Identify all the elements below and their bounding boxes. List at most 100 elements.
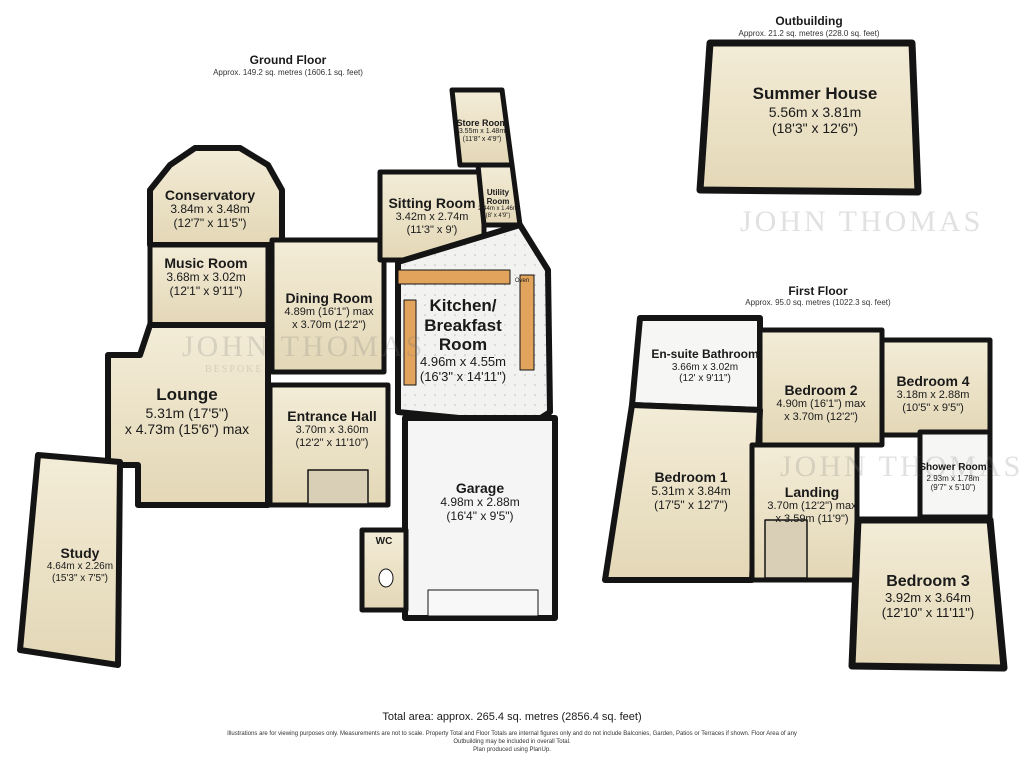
- kitchen-island: [403, 299, 417, 386]
- room-name: Sitting Room: [388, 195, 476, 211]
- total-area: Total area: approx. 265.4 sq. metres (28…: [382, 711, 642, 723]
- room-label-sitting-room: Sitting Room 3.42m x 2.74m (11'3" x 9'): [380, 195, 484, 236]
- room-dimensions-metric: 3.42m x 2.74m: [395, 211, 469, 224]
- room-dimensions-metric: 3.70m (12'2") max: [767, 500, 857, 513]
- room-dimensions-metric: 3.68m x 3.02m: [166, 270, 246, 285]
- room-dimensions-metric: 2.93m x 1.78m: [926, 473, 980, 483]
- room-dimensions-imperial: (15'3" x 7'5"): [52, 572, 108, 584]
- room-name: Garage: [455, 480, 505, 496]
- room-dimensions-metric: 5.31m (17'5"): [145, 404, 229, 421]
- room-name: Summer House: [752, 84, 878, 103]
- room-dimensions-imperial: (18'3" x 12'6"): [771, 119, 859, 136]
- room-name: Conservatory: [164, 187, 256, 203]
- room-dimensions-imperial: x 4.73m (15'6") max: [124, 420, 250, 437]
- room-dimensions-imperial: (10'5" x 9'5"): [902, 401, 964, 414]
- room-dimensions-metric: 3.92m x 3.64m: [885, 590, 971, 606]
- room-label-summer-house: Summer House 5.56m x 3.81m (18'3" x 12'6…: [720, 84, 910, 136]
- room-dimensions-imperial: x 3.59m (11'9"): [775, 512, 849, 525]
- room-dimensions-metric: 3.18m x 2.88m: [896, 389, 970, 402]
- room-name: Lounge: [156, 385, 218, 404]
- room-label-bedroom-1: Bedroom 1 5.31m x 3.84m (17'5" x 12'7"): [632, 469, 750, 513]
- room-dimensions-imperial: (9'7" x 5'10"): [930, 482, 976, 492]
- room-label-store-room: Store Room 3.55m x 1.48m (11'8" x 4'9"): [452, 118, 512, 144]
- room-name: En-suite Bathroom: [651, 347, 759, 361]
- room-label-conservatory: Conservatory 3.84m x 3.48m (12'7" x 11'5…: [140, 187, 280, 231]
- room-label-entrance-hall: Entrance Hall 3.70m x 3.60m (12'2" x 11'…: [272, 408, 392, 449]
- room-dimensions-imperial: (11'8" x 4'9"): [462, 136, 502, 144]
- room-dimensions-imperial: (16'3" x 14'11"): [419, 368, 507, 384]
- room-name: Study: [60, 545, 100, 561]
- room-name: Store Room: [456, 118, 508, 128]
- room-dimensions-imperial: (8' x 4'9"): [485, 213, 511, 220]
- room-dimensions-imperial: (12'2" x 11'10"): [295, 436, 369, 449]
- room-label-lounge: Lounge 5.31m (17'5") x 4.73m (15'6") max: [102, 385, 272, 437]
- landing-stairs: [764, 519, 808, 579]
- room-label-dining-room: Dining Room 4.89m (16'1") max x 3.70m (1…: [272, 290, 386, 331]
- kitchen-counter-side: [519, 274, 535, 371]
- music-room-floor: [147, 242, 271, 328]
- disclaimer-line-1: Illustrations are for viewing purposes o…: [227, 731, 797, 737]
- room-dimensions-imperial: x 3.70m (12'2"): [784, 410, 858, 423]
- room-dimensions-metric: 4.90m (16'1") max: [776, 398, 866, 411]
- room-dimensions-metric: 4.89m (16'1") max: [284, 306, 374, 319]
- room-name: Dining Room: [285, 290, 373, 306]
- room-label-bedroom-4: Bedroom 4 3.18m x 2.88m (10'5" x 9'5"): [878, 373, 988, 414]
- room-dimensions-imperial: x 3.70m (12'2"): [292, 318, 366, 331]
- room-label-kitchen: Kitchen/ Breakfast Room 4.96m x 4.55m (1…: [398, 296, 528, 385]
- room-name: Entrance Hall: [287, 408, 377, 424]
- room-dimensions-metric: 5.31m x 3.84m: [651, 484, 731, 499]
- brand-watermark-3: JOHN THOMAS: [780, 450, 1024, 483]
- disclaimer-line-2: Outbuilding may be included in overall T…: [453, 738, 571, 745]
- room-dimensions-metric: 3.84m x 3.48m: [170, 202, 250, 217]
- bedroom-4-floor: [879, 337, 993, 438]
- room-dimensions-metric: 2.44m x 1.46m: [478, 206, 518, 213]
- wc-toilet: [378, 568, 394, 588]
- room-label-ensuite: En-suite Bathroom 3.66m x 3.02m (12' x 9…: [650, 347, 760, 385]
- ground-floor-area: Approx. 149.2 sq. metres (1606.1 sq. fee…: [213, 68, 363, 77]
- room-name: Landing: [784, 484, 840, 500]
- room-name: Utility Room: [486, 188, 510, 207]
- room-name: Bedroom 1: [654, 469, 728, 485]
- room-name: Bedroom 4: [896, 373, 970, 389]
- room-name: Kitchen/ Breakfast Room: [424, 296, 502, 355]
- room-label-bedroom-2: Bedroom 2 4.90m (16'1") max x 3.70m (12'…: [760, 382, 882, 423]
- room-dimensions-metric: 3.55m x 1.48m: [458, 128, 506, 136]
- room-name: Bedroom 3: [886, 573, 970, 590]
- room-label-landing: Landing 3.70m (12'2") max x 3.59m (11'9"…: [752, 484, 872, 525]
- room-label-music-room: Music Room 3.68m x 3.02m (12'1" x 9'11"): [146, 255, 266, 299]
- room-name: Bedroom 2: [784, 382, 858, 398]
- brand-watermark-2: JOHN THOMAS: [740, 205, 984, 238]
- room-dimensions-imperial: (17'5" x 12'7"): [654, 497, 728, 512]
- bedroom-2-floor: [757, 327, 885, 448]
- outbuilding-area: Approx. 21.2 sq. metres (228.0 sq. feet): [738, 29, 880, 38]
- ground-floor-plan: [17, 87, 558, 668]
- room-name: WC: [375, 536, 393, 547]
- garage-floor: [402, 415, 558, 621]
- first-floor-plan: [602, 315, 1008, 672]
- study-floor: [17, 452, 123, 668]
- room-dimensions-metric: 4.96m x 4.55m: [420, 353, 506, 369]
- first-floor-area: Approx. 95.0 sq. metres (1022.3 sq. feet…: [745, 298, 891, 307]
- disclaimer-line-3: Plan produced using PlanUp.: [473, 746, 551, 753]
- staircase: [307, 469, 369, 505]
- room-dimensions-metric: 5.56m x 3.81m: [768, 103, 862, 120]
- room-dimensions-imperial: (16'4" x 9'5"): [446, 508, 514, 523]
- room-name: Shower Room: [919, 462, 987, 473]
- bedroom-3-floor: [848, 516, 1008, 672]
- brand-watermark: JOHN THOMAS: [182, 330, 426, 363]
- room-label-utility-room: Utility Room 2.44m x 1.46m (8' x 4'9"): [476, 188, 520, 220]
- room-dimensions-metric: 3.66m x 3.02m: [671, 361, 739, 373]
- room-label-garage: Garage 4.98m x 2.88m (16'4" x 9'5"): [405, 480, 555, 524]
- dining-room-floor: [269, 237, 387, 375]
- room-dimensions-imperial: (12' x 9'11"): [679, 373, 731, 385]
- kitchen-counter: [397, 269, 511, 285]
- room-name: Music Room: [164, 255, 248, 271]
- room-dimensions-metric: 4.98m x 2.88m: [440, 495, 520, 510]
- ground-floor-title: Ground Floor: [249, 53, 327, 67]
- room-dimensions-imperial: (12'10" x 11'11"): [881, 605, 975, 621]
- room-dimensions-imperial: (12'7" x 11'5"): [173, 215, 247, 230]
- room-label-shower-room: Shower Room 2.93m x 1.78m (9'7" x 5'10"): [918, 462, 988, 492]
- room-dimensions-imperial: (11'3" x 9'): [406, 223, 458, 236]
- summer-house-floor: [696, 39, 922, 196]
